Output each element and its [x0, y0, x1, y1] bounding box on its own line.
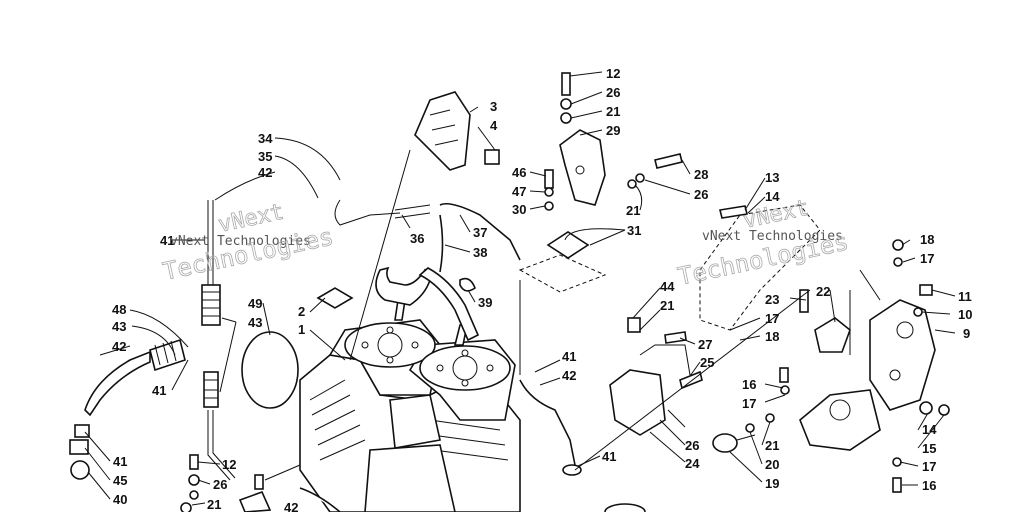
callout-47: 47 [512, 184, 526, 199]
callout-48: 48 [112, 302, 126, 317]
callout-37: 37 [473, 225, 487, 240]
callout-20: 20 [765, 457, 779, 472]
callout-36: 36 [410, 231, 424, 246]
callout-11: 11 [958, 289, 972, 304]
callout-43: 43 [112, 319, 126, 334]
frame-right [699, 204, 950, 493]
callout-39: 39 [478, 295, 492, 310]
callout-25: 25 [700, 355, 714, 370]
elbow-hose [519, 379, 576, 466]
leader-lines [84, 71, 956, 506]
round-cover [604, 503, 646, 512]
callout-41: 41 [160, 233, 174, 248]
bottom-left-parts [180, 454, 341, 512]
callout-42: 42 [258, 165, 272, 180]
callout-14: 14 [765, 189, 780, 204]
svg-text:vNext: vNext [216, 200, 286, 238]
clamp-41 [562, 464, 582, 476]
callout-17c: 17 [920, 251, 934, 266]
hose-37 [439, 202, 521, 261]
callout-26: 26 [606, 85, 620, 100]
watermark-right: vNext vNext Technologies Technologies [675, 195, 851, 291]
callout-43b: 43 [248, 315, 262, 330]
bracket-24 [609, 317, 703, 436]
callout-26b: 26 [694, 187, 708, 202]
callout-34: 34 [258, 131, 273, 146]
callout-17: 17 [765, 311, 779, 326]
callout-21b: 21 [626, 203, 640, 218]
callout-42b: 42 [112, 339, 126, 354]
callout-26d: 26 [213, 477, 227, 492]
callout-41d: 41 [562, 349, 576, 364]
callout-labels: 1 2 3 4 9 10 11 12 13 14 14 15 16 16 17 … [112, 66, 972, 512]
mount-31 [518, 169, 607, 293]
callout-42d: 42 [284, 500, 298, 512]
callout-27: 27 [698, 337, 712, 352]
fuel-hose [334, 199, 401, 226]
callout-41e: 41 [602, 449, 616, 464]
svg-text:vNext Technologies: vNext Technologies [170, 234, 311, 249]
air-filter-part [241, 331, 299, 409]
callout-28: 28 [694, 167, 708, 182]
callout-1: 1 [298, 322, 305, 337]
callout-3: 3 [490, 99, 497, 114]
callout-4: 4 [490, 118, 498, 133]
callout-44: 44 [660, 279, 675, 294]
callout-2: 2 [298, 304, 305, 319]
bracket-3-4 [414, 91, 500, 171]
callout-30: 30 [512, 202, 526, 217]
callout-17b: 17 [742, 396, 756, 411]
callout-21c: 21 [660, 298, 674, 313]
callout-42c: 42 [562, 368, 576, 383]
callout-19: 19 [765, 476, 779, 491]
callout-35: 35 [258, 149, 272, 164]
engine-assembly [299, 266, 521, 512]
callout-21: 21 [606, 104, 620, 119]
callout-10: 10 [958, 307, 972, 322]
callout-40: 40 [113, 492, 127, 507]
callout-18b: 18 [920, 232, 934, 247]
washer-26 [635, 173, 645, 183]
callout-26c: 26 [685, 438, 699, 453]
callout-46: 46 [512, 165, 526, 180]
callout-22: 22 [816, 284, 830, 299]
callout-23: 23 [765, 292, 779, 307]
fitting-36 [394, 204, 431, 219]
callout-38: 38 [473, 245, 487, 260]
hose-38 [439, 214, 444, 273]
callout-13: 13 [765, 170, 779, 185]
callout-17d: 17 [922, 459, 936, 474]
callout-12: 12 [606, 66, 620, 81]
callout-49: 49 [248, 296, 262, 311]
callout-24: 24 [685, 456, 700, 471]
callout-9: 9 [963, 326, 970, 341]
mount-bracket-29 [559, 72, 606, 206]
callout-18: 18 [765, 329, 779, 344]
callout-31: 31 [627, 223, 641, 238]
callout-16: 16 [742, 377, 756, 392]
watermark-left: vNext vNext Technologies Technologies [160, 199, 336, 286]
callout-16b: 16 [922, 478, 936, 493]
callout-21e: 21 [207, 497, 221, 512]
callout-45: 45 [113, 473, 127, 488]
callout-29: 29 [606, 123, 620, 138]
callout-15: 15 [922, 441, 936, 456]
svg-text:vNext Technologies: vNext Technologies [702, 229, 843, 244]
callout-14b: 14 [922, 422, 937, 437]
bolt-28 [654, 153, 683, 169]
clamp-39 [459, 277, 476, 292]
callout-12b: 12 [222, 457, 236, 472]
callout-41c: 41 [113, 454, 127, 469]
callout-21d: 21 [765, 438, 779, 453]
callout-41b: 41 [152, 383, 166, 398]
left-hose-assembly [69, 200, 236, 481]
